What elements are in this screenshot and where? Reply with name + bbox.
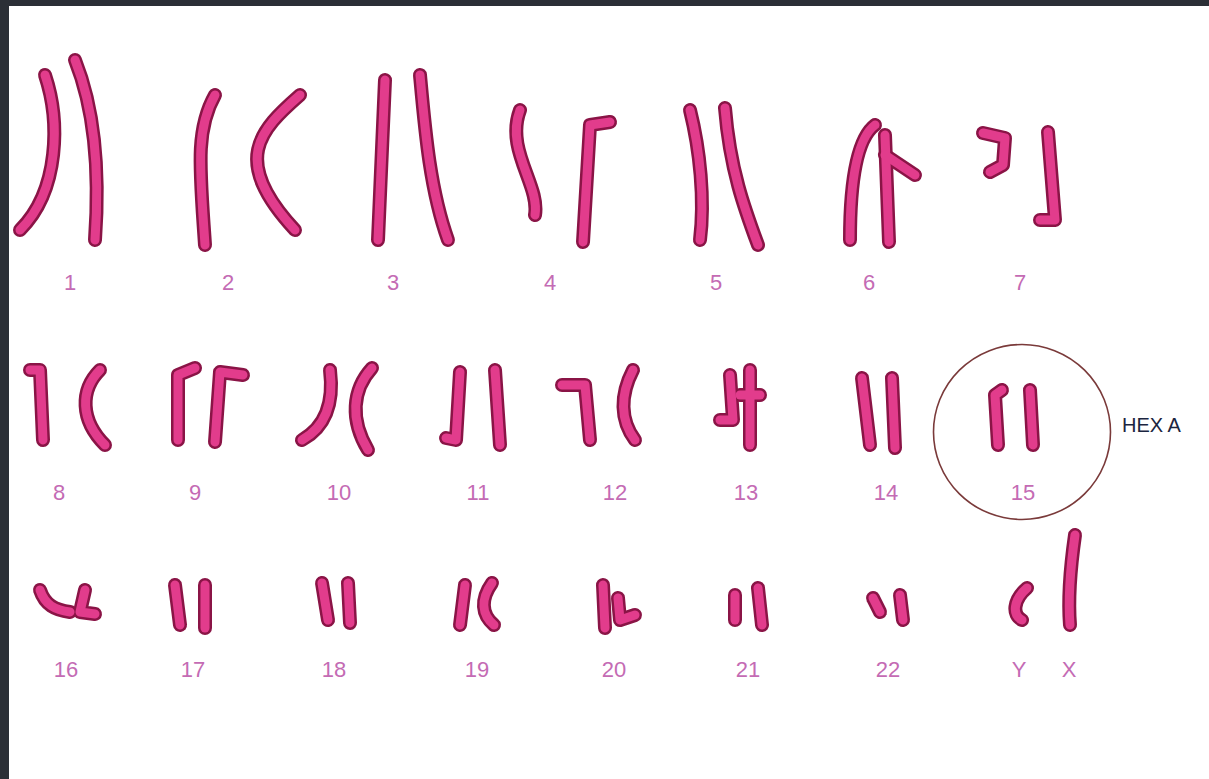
gene-label: HEX A [1122, 413, 1181, 437]
chromosome-number: 19 [465, 658, 489, 682]
highlight-circle: 15 [932, 343, 1112, 521]
chromosome-number: 14 [874, 481, 898, 505]
chromosome-number: 10 [327, 481, 351, 505]
chromosome-number: 13 [734, 481, 758, 505]
frame-edge [0, 0, 9, 779]
chromosome-number: 7 [1014, 271, 1026, 295]
chromosome-number: 18 [322, 658, 346, 682]
chromosome-number: 9 [189, 481, 201, 505]
frame-edge [0, 0, 1209, 6]
chromosome-number: 15 [1011, 481, 1035, 505]
chromosome-number: 3 [387, 271, 399, 295]
chromosome-number: 4 [544, 271, 556, 295]
chromosome-number: 22 [876, 658, 900, 682]
chromosome-number: 17 [181, 658, 205, 682]
chromosome-number: 20 [602, 658, 626, 682]
chromosome-number: 5 [710, 271, 722, 295]
chromosome-number: 8 [53, 481, 65, 505]
chromosome-number: 21 [736, 658, 760, 682]
chromosome-number: Y [1012, 658, 1027, 682]
chromosome-number: 12 [603, 481, 627, 505]
chromosome-number: 11 [467, 481, 490, 505]
chromosome-number: X [1062, 658, 1077, 682]
chromosome-number: 16 [54, 658, 78, 682]
chromosome-number: 2 [222, 271, 234, 295]
chromosome-number: 1 [64, 271, 76, 295]
chromosome-number: 6 [863, 271, 875, 295]
